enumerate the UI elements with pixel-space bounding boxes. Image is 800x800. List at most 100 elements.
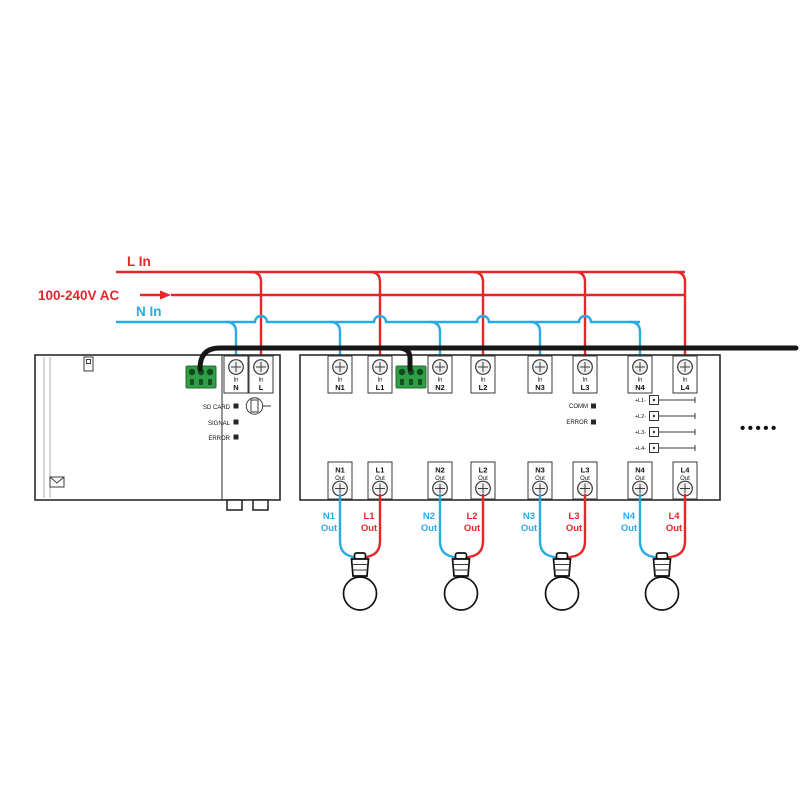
gateway-bus-connector[interactable] xyxy=(185,365,217,389)
bus-cable-branch xyxy=(395,345,413,372)
terminal-in-l2[interactable]: In L2 xyxy=(470,355,496,394)
svg-text:N3: N3 xyxy=(535,466,545,475)
svg-text:L3: L3 xyxy=(581,466,590,475)
svg-text:COMM: COMM xyxy=(569,404,588,410)
out-wire-n3 xyxy=(538,494,559,560)
lamp-2-icon xyxy=(443,552,479,611)
terminal-out-n3[interactable]: N3 Out xyxy=(527,461,553,500)
svg-text:In: In xyxy=(480,378,485,384)
neutral-drop-ch4 xyxy=(629,320,642,361)
out-label-l1: L1 Out xyxy=(361,511,378,534)
svg-text:L1: L1 xyxy=(363,511,375,522)
terminal-out-l3[interactable]: L3 Out xyxy=(572,461,598,500)
terminal-out-l4[interactable]: L4 Out xyxy=(672,461,698,500)
more-modules-dots: ••••• xyxy=(740,420,779,437)
svg-text:In: In xyxy=(637,378,642,384)
svg-text:Out: Out xyxy=(666,523,683,534)
envelope-icon xyxy=(49,476,65,488)
output-wire-labels: N1 Out L1 Out N2 Out L2 Out N3 Out L3 Ou… xyxy=(321,511,683,534)
out-wire-n4 xyxy=(638,494,659,560)
svg-text:Out: Out xyxy=(635,476,645,482)
aux-output-l3[interactable]: +L3- xyxy=(635,427,696,437)
svg-text:In: In xyxy=(682,378,687,384)
live-drop-ch3 xyxy=(574,270,587,361)
live-drop-ch4 xyxy=(674,270,687,361)
out-label-n4: N4 Out xyxy=(621,511,638,534)
svg-text:N4: N4 xyxy=(635,383,645,392)
svg-text:L4: L4 xyxy=(681,466,691,475)
svg-text:Out: Out xyxy=(464,523,481,534)
svg-text:Out: Out xyxy=(521,523,538,534)
gateway-error-led xyxy=(233,434,239,440)
svg-text:Out: Out xyxy=(435,476,445,482)
lamp-4-icon xyxy=(644,552,680,611)
lamps xyxy=(342,552,680,611)
svg-text:L4: L4 xyxy=(668,511,680,522)
svg-text:L2: L2 xyxy=(479,383,488,392)
gateway-terminal-l[interactable]: In L xyxy=(248,355,274,394)
svg-text:L2: L2 xyxy=(466,511,477,522)
terminal-in-n4[interactable]: In N4 xyxy=(627,355,653,394)
svg-text:N: N xyxy=(233,383,238,392)
gateway-indicator-sd-card: SD CARD xyxy=(203,397,271,415)
out-label-n2: N2 Out xyxy=(421,511,438,534)
out-wire-l1 xyxy=(363,494,382,560)
gateway-indicator-error: ERROR xyxy=(208,434,239,442)
sd-card-led xyxy=(233,403,239,409)
svg-text:SIGNAL: SIGNAL xyxy=(208,421,231,427)
svg-text:In: In xyxy=(582,378,587,384)
sd-card-slot-icon[interactable] xyxy=(245,397,271,415)
svg-text:In: In xyxy=(437,378,442,384)
live-drop-ch2 xyxy=(472,270,485,361)
svg-text:N4: N4 xyxy=(623,511,636,522)
aux-output-l2[interactable]: +L2- xyxy=(635,411,696,421)
gateway-terminal-n[interactable]: In N xyxy=(223,355,249,394)
neutral-drop-ch3 xyxy=(529,320,542,361)
terminal-out-n4[interactable]: N4 Out xyxy=(627,461,653,500)
svg-text:Out: Out xyxy=(375,476,385,482)
out-label-l3: L3 Out xyxy=(566,511,583,534)
live-drop-ch1 xyxy=(369,270,382,361)
terminal-out-l1[interactable]: L1 Out xyxy=(367,461,393,500)
terminal-out-n1[interactable]: N1 Out xyxy=(327,461,353,500)
bus-cable xyxy=(197,345,799,372)
svg-text:N2: N2 xyxy=(435,466,445,475)
n-in-label: N In xyxy=(136,304,162,319)
svg-text:N3: N3 xyxy=(535,383,545,392)
terminal-in-l3[interactable]: In L3 xyxy=(572,355,598,394)
svg-text:L1: L1 xyxy=(376,383,385,392)
ac-source-label: 100-240V AC xyxy=(38,288,120,303)
svg-text:N1: N1 xyxy=(335,383,345,392)
module-indicator-comm: COMM xyxy=(569,403,596,410)
signal-led xyxy=(233,419,239,425)
svg-text:L1: L1 xyxy=(376,466,385,475)
live-wires xyxy=(116,270,687,361)
svg-text:ERROR: ERROR xyxy=(566,420,588,426)
n-in-wire xyxy=(116,314,640,324)
terminal-in-n3[interactable]: In N3 xyxy=(527,355,553,394)
terminal-in-l1[interactable]: In L1 xyxy=(367,355,393,394)
gateway-indicator-signal: SIGNAL xyxy=(208,419,239,427)
out-label-n3: N3 Out xyxy=(521,511,538,534)
sim-slot-icon xyxy=(83,356,94,372)
svg-text:Out: Out xyxy=(621,523,638,534)
terminal-in-n2[interactable]: In N2 xyxy=(427,355,453,394)
svg-text:Out: Out xyxy=(535,476,545,482)
aux-output-l4[interactable]: +L4- xyxy=(635,443,696,453)
svg-text:In: In xyxy=(377,378,382,384)
terminal-out-n2[interactable]: N2 Out xyxy=(427,461,453,500)
l-in-label: L In xyxy=(127,254,151,269)
svg-text:Out: Out xyxy=(478,476,488,482)
svg-text:Out: Out xyxy=(680,476,690,482)
out-label-l4: L4 Out xyxy=(666,511,683,534)
aux-output-l1[interactable]: +L1- xyxy=(635,395,696,405)
svg-text:N3: N3 xyxy=(523,511,535,522)
svg-text:+L1-: +L1- xyxy=(635,398,646,404)
out-wire-l4 xyxy=(665,494,687,560)
terminal-in-n1[interactable]: In N1 xyxy=(327,355,353,394)
out-wire-l2 xyxy=(464,494,485,560)
terminal-out-l2[interactable]: L2 Out xyxy=(470,461,496,500)
svg-text:In: In xyxy=(537,378,542,384)
terminal-in-l4[interactable]: In L4 xyxy=(672,355,698,394)
svg-text:+L3-: +L3- xyxy=(635,430,646,436)
